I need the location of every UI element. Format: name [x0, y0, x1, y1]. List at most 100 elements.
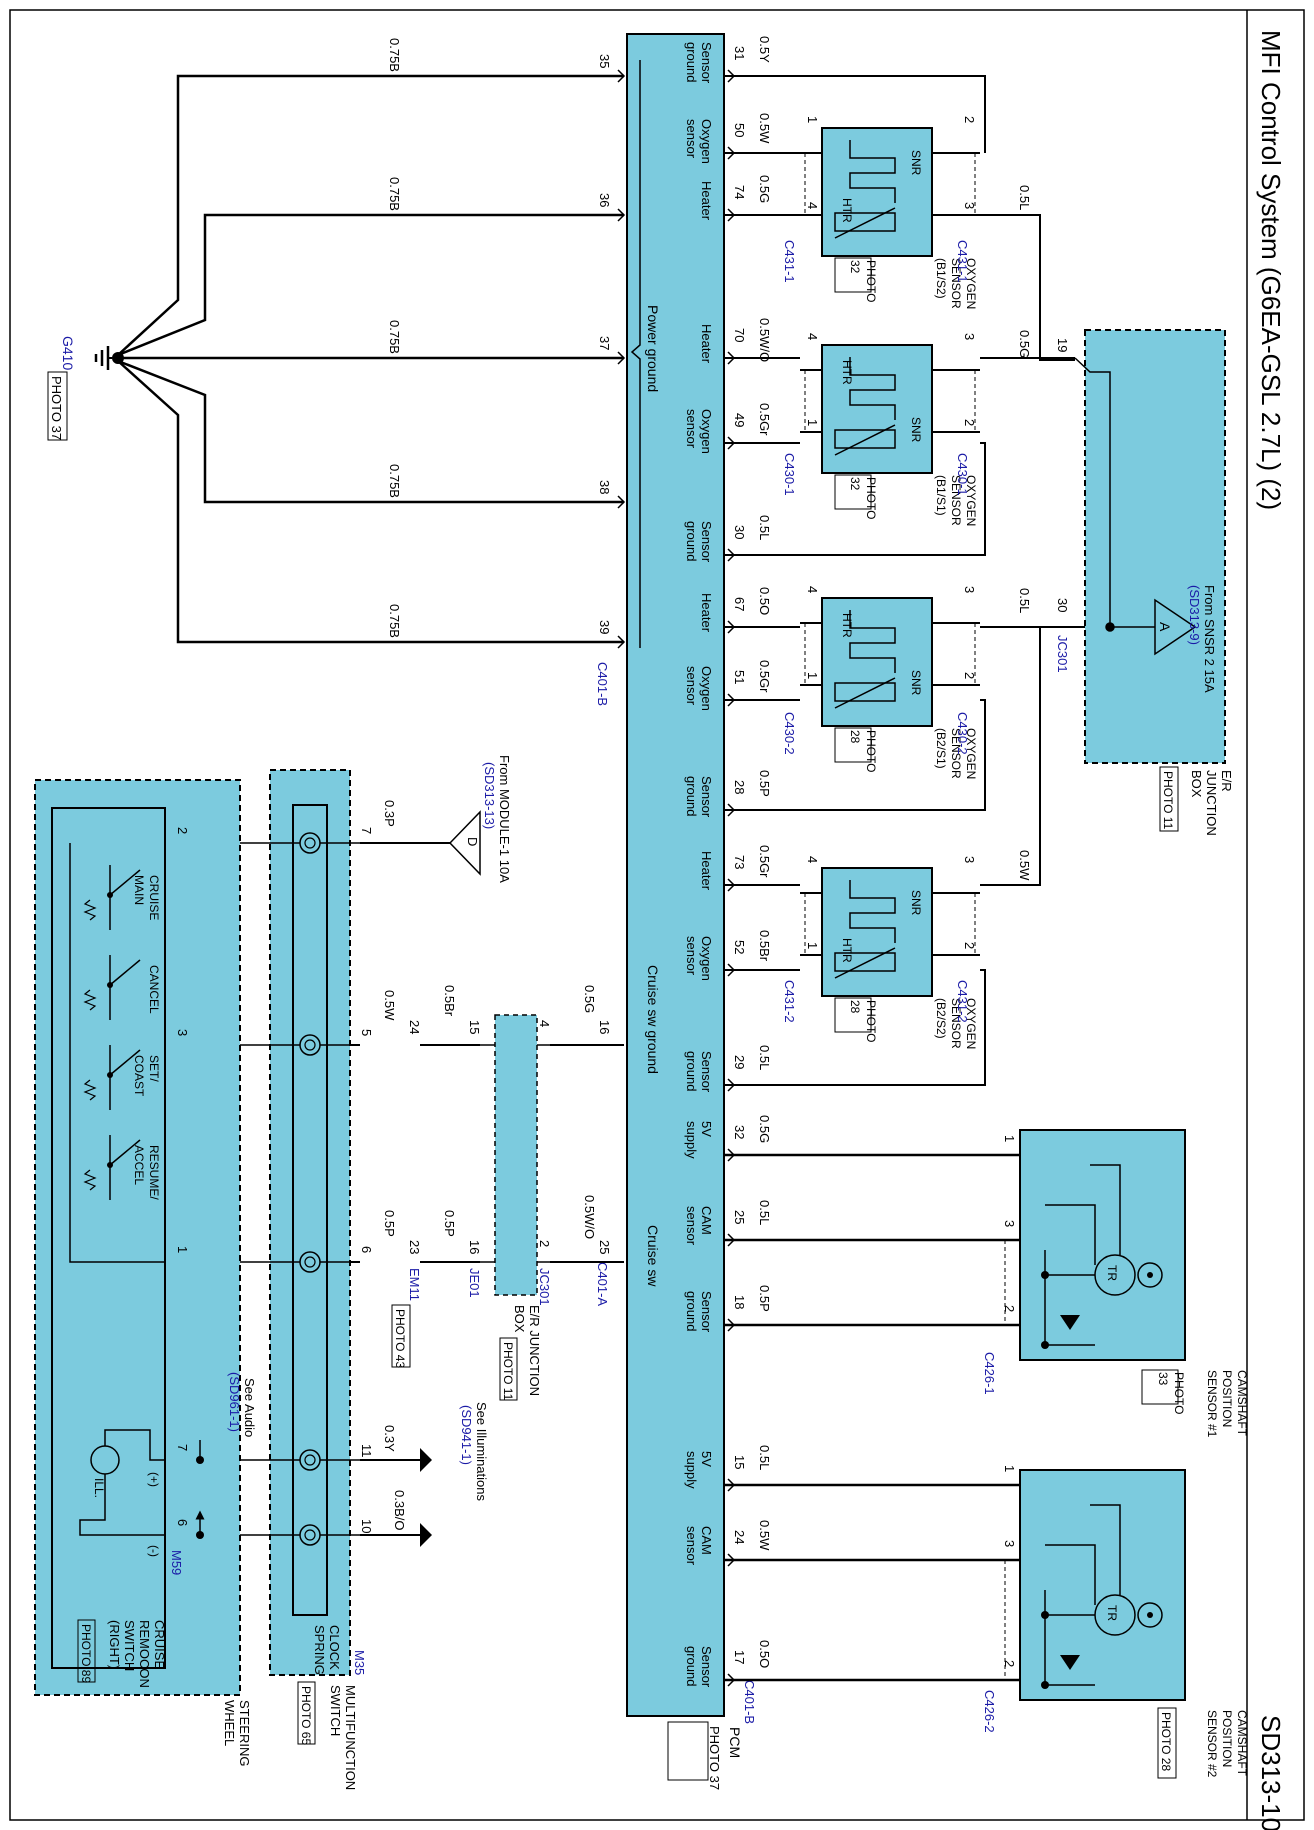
svg-text:SWITCH: SWITCH — [328, 1685, 343, 1736]
connector-jc301-bottom: JC301 — [537, 1268, 552, 1306]
o2-pin: 1 — [805, 942, 820, 949]
pcm-pin-70: 70 — [732, 328, 747, 342]
illum-arrow-icon-2 — [420, 1523, 432, 1547]
svg-text:(RIGHT): (RIGHT) — [107, 1620, 122, 1669]
pcm-wire-51: 0.5Gr — [757, 660, 772, 693]
pcm-pin-function-29: ground — [684, 1051, 699, 1091]
sensor-element-icon — [834, 682, 896, 702]
illum-arrow-icon — [420, 1448, 432, 1472]
pcm-wire-31: 0.5Y — [757, 36, 772, 63]
diode-icon — [1060, 1655, 1080, 1670]
page-code: SD313-10 — [1256, 1715, 1286, 1830]
pcm-wire-24: 0.5W — [757, 1520, 772, 1551]
pcm-pin-function-28: Sensor — [699, 776, 714, 818]
junction-pin-30: 30 — [1055, 598, 1070, 612]
cruise-jb-pin: 4 — [537, 1020, 552, 1027]
pcm-power-ground-brace — [630, 60, 641, 648]
camshaft-sensor-photo: 33 — [1156, 1372, 1170, 1386]
ground-connector-mark — [617, 635, 626, 649]
svg-text:PHOTO 11: PHOTO 11 — [1161, 771, 1175, 830]
connector-c426-2: C426-2 — [982, 1690, 997, 1733]
junction-pin-19: 19 — [1055, 338, 1070, 352]
oxygen-sensor-photo: PHOTO — [864, 477, 878, 519]
oxygen-feed-wire-labels: 0.5L0.5G0.5L0.5W — [1017, 185, 1032, 881]
pcm-pin-function-31: ground — [684, 42, 699, 82]
pcm-pin-function-32: supply — [684, 1121, 699, 1159]
heater-feed-wire-label: 0.5W — [1017, 850, 1032, 881]
sensor-element-icon — [834, 212, 896, 232]
oxygen-sensor-label: (B1/S2) — [934, 258, 948, 299]
pcm-wire-29: 0.5L — [757, 1045, 772, 1070]
connector-c431-2-lower: C431-2 — [782, 980, 797, 1023]
heater-element-icon — [849, 610, 896, 673]
pcm-wire-70: 0.5W/O — [757, 318, 772, 362]
remocon-pin-6: 6 — [175, 1519, 190, 1526]
connector-m35: M35 — [352, 1650, 367, 1675]
magnet-icon — [1137, 1602, 1163, 1628]
pcm-pin-function-24: CAM — [699, 1526, 714, 1555]
heater-element-icon — [849, 357, 896, 420]
sensor-element-icon — [834, 429, 896, 449]
pcm-pin-29: 29 — [732, 1055, 747, 1069]
pcm-pin-function-29: Sensor — [699, 1051, 714, 1093]
o2-pin: 1 — [805, 672, 820, 679]
connector-c431-2-upper: C431-2 — [955, 980, 970, 1023]
pcm-wire-52: 0.5Br — [757, 930, 772, 962]
connector-c401a: C401-A — [595, 1262, 610, 1306]
svg-text:PHOTO 11: PHOTO 11 — [501, 1342, 515, 1401]
clock-spring-pin: 6 — [359, 1246, 374, 1253]
ground-pin-38: 38 — [597, 480, 612, 494]
junction-box-label: E/R JUNCTION BOX PHOTO 11 — [1159, 766, 1234, 836]
connector-c431-1-lower: C431-1 — [782, 240, 797, 283]
pcm-wire-74: 0.5G — [757, 175, 772, 203]
element-label: SNR — [909, 890, 923, 916]
pcm-pin-function-50: Oxygen — [699, 119, 714, 164]
element-label: HTR — [840, 360, 854, 385]
connector-c426-1: C426-1 — [982, 1352, 997, 1395]
cruise-remocon-box — [51, 807, 166, 1669]
pcm-pin-function-32: 5V — [699, 1121, 714, 1137]
connector-c401b-top: C401-B — [595, 662, 610, 706]
clock-spring-box — [292, 804, 328, 1616]
er-junction-box — [1084, 329, 1226, 764]
o2-pin: 4 — [805, 856, 820, 863]
element-label: HTR — [840, 198, 854, 223]
svg-text:STEERING: STEERING — [237, 1700, 252, 1766]
oxygen-sensor-photo: 32 — [848, 260, 862, 274]
ground-pin-36: 36 — [597, 193, 612, 207]
pcm-cruise-sw-label: Cruise sw — [645, 1225, 661, 1287]
junction-fuse-mark: A — [1157, 622, 1173, 632]
page-border — [9, 9, 1305, 1821]
pcm-pin-function-15: 5V — [699, 1451, 714, 1467]
cruise-junction-label: E/R JUNCTION BOX PHOTO 11 — [499, 1305, 542, 1401]
pcm-pin-49: 49 — [732, 413, 747, 427]
connector-m59: M59 — [169, 1550, 184, 1575]
oxygen-sensor-label: SENSOR — [949, 258, 963, 309]
page-title: MFI Control System (G6EA-GSL 2.7L) (2) — [1256, 30, 1286, 510]
illumination-wires — [360, 1459, 420, 1536]
cruise-wire-label: 0.5P — [442, 1210, 457, 1237]
ground-photo-box — [47, 371, 68, 441]
camshaft-sensor-label: POSITION — [1220, 1710, 1234, 1767]
remocon-switch-label: COAST — [132, 1055, 146, 1097]
pcm-pin-24: 24 — [732, 1530, 747, 1544]
pcm-wire-30: 0.5L — [757, 515, 772, 540]
heater-feed-wire-label: 0.5G — [1017, 330, 1032, 358]
pcm-pin-function-49: sensor — [684, 409, 699, 449]
em11-photo-box — [391, 1304, 411, 1368]
pcm-pin-function-18: ground — [684, 1291, 699, 1331]
c401a-pin: 16 — [597, 1020, 612, 1034]
o2-pin: 2 — [962, 419, 977, 426]
heater-feed-wire-label: 0.5L — [1017, 185, 1032, 210]
svg-text:REMOCON: REMOCON — [137, 1620, 152, 1688]
o2-pin: 2 — [962, 942, 977, 949]
pcm-pin-function-73: Heater — [699, 851, 714, 891]
oxygen-sensor-photo: PHOTO — [864, 1000, 878, 1042]
pcm-cruise-sw-ground-label: Cruise sw ground — [645, 965, 661, 1074]
pcm-pin-function-31: Sensor — [699, 42, 714, 84]
ground-wire-label-35: 0.75B — [387, 38, 402, 72]
